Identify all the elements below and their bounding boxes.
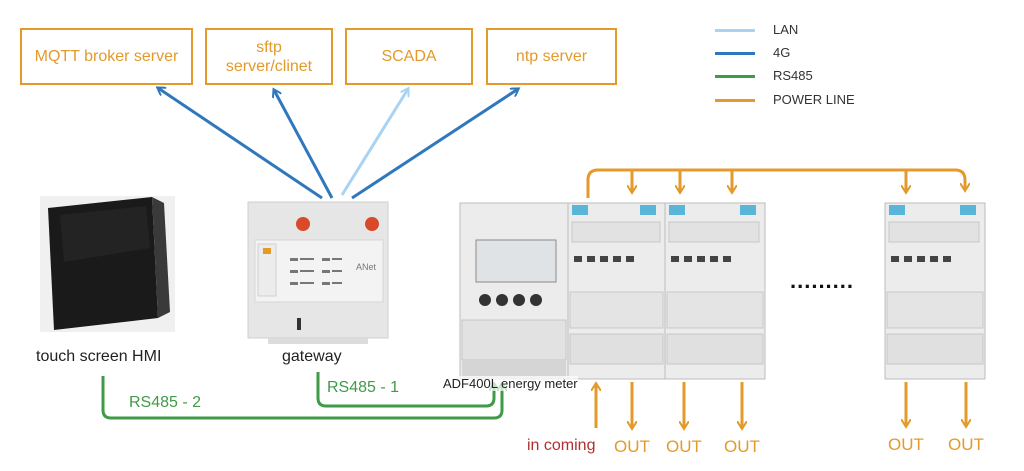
incoming-label: in coming bbox=[527, 437, 596, 454]
meter-label: ADF400L energy meter bbox=[443, 376, 578, 391]
sub-meter-1 bbox=[567, 202, 666, 380]
mqtt-broker-server-label: MQTT broker server bbox=[34, 48, 179, 65]
link-4g-ntp bbox=[351, 89, 518, 200]
touch-screen-hmi-label: touch screen HMI bbox=[36, 348, 162, 365]
scada-label: SCADA bbox=[381, 48, 437, 65]
out-label-3: OUT bbox=[724, 437, 760, 456]
link-4g-sftp bbox=[274, 90, 334, 199]
rs485-1-link bbox=[316, 372, 494, 408]
out-label-1: OUT bbox=[614, 437, 650, 456]
sftp-server-label: sftp server/clinet bbox=[225, 38, 313, 75]
gateway-brand-text: ANet bbox=[356, 262, 377, 272]
gateway-label: gateway bbox=[282, 348, 342, 365]
legend-swatch-power-line bbox=[715, 99, 755, 102]
touch-screen-hmi-device bbox=[40, 196, 175, 332]
mqtt-broker-server-box: MQTT broker server bbox=[20, 28, 193, 85]
legend-label-power-line: POWER LINE bbox=[773, 92, 855, 107]
power-bus bbox=[586, 168, 965, 198]
sftp-server-box: sftp server/clinet bbox=[205, 28, 333, 85]
sub-meter-2 bbox=[664, 202, 766, 380]
scada-box: SCADA bbox=[345, 28, 473, 85]
rs485-1-label: RS485 - 1 bbox=[327, 379, 400, 396]
legend-swatch-4g bbox=[715, 52, 755, 55]
legend-label-lan: LAN bbox=[773, 22, 799, 37]
out-label-2: OUT bbox=[666, 437, 702, 456]
ntp-server-box: ntp server bbox=[486, 28, 617, 85]
legend-swatch-lan bbox=[715, 29, 755, 32]
meter-ellipsis: ......... bbox=[790, 268, 855, 293]
legend-label-rs485: RS485 bbox=[773, 68, 813, 83]
rs485-2-label: RS485 - 2 bbox=[129, 394, 202, 411]
rs485-2-link bbox=[101, 376, 502, 420]
link-lan-scada bbox=[340, 89, 408, 196]
legend-label-4g: 4G bbox=[773, 45, 791, 60]
sub-meter-n bbox=[884, 202, 986, 380]
ntp-server-label: ntp server bbox=[515, 48, 588, 65]
legend-swatch-rs485 bbox=[715, 75, 755, 78]
out-label-4: OUT bbox=[888, 435, 924, 454]
adf400l-main-meter bbox=[459, 202, 569, 380]
out-label-5: OUT bbox=[948, 435, 984, 454]
link-4g-mqtt bbox=[158, 88, 323, 200]
gateway-device bbox=[247, 201, 389, 344]
